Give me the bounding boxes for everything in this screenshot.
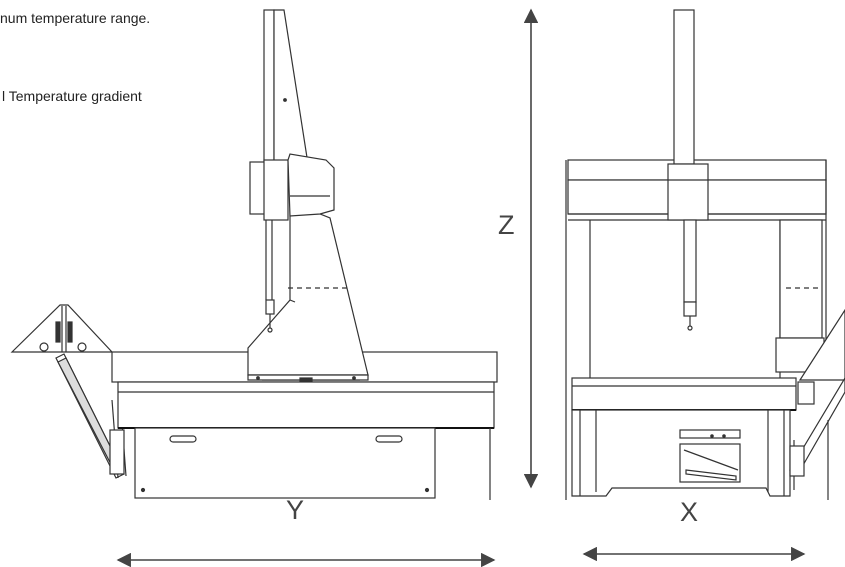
front-view-machine [565,9,845,500]
front-view-table [571,377,797,497]
side-view-left-stand [10,304,127,479]
side-view-machine [10,9,498,500]
y-axis-label: Y [286,495,305,525]
x-axis-label: X [680,497,699,527]
z-axis-label: Z [498,210,515,240]
dimension-arrows [116,8,806,567]
side-view-ram [249,9,335,333]
temperature-gradient-note: l Temperature gradient [2,88,142,104]
side-view-table [111,351,498,500]
front-view-right-stand [789,308,845,500]
temperature-range-note: num temperature range. [0,10,151,26]
front-view-ram [667,9,709,331]
side-view-column [247,209,369,382]
